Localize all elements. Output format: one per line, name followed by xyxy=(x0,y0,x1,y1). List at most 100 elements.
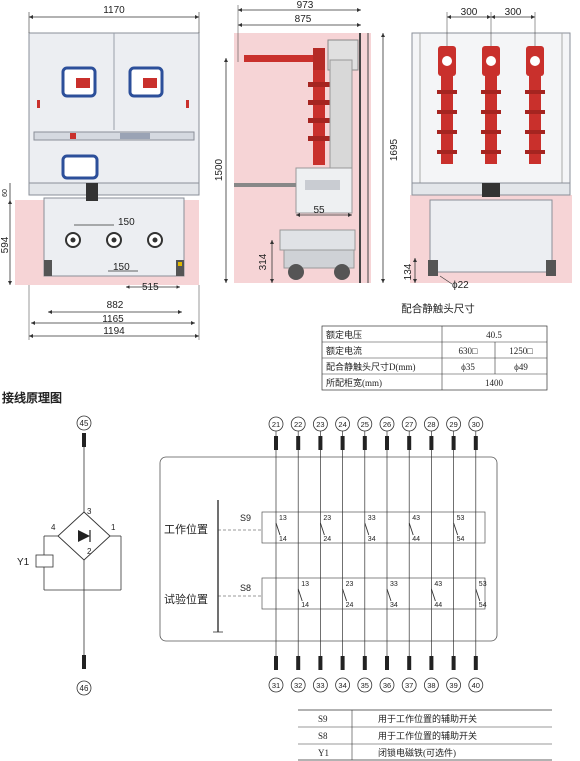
terminal-bottom-label: 36 xyxy=(383,681,391,690)
dim-300-b: 300 xyxy=(505,7,522,18)
terminal-circle xyxy=(401,416,417,432)
terminal-circle xyxy=(290,416,306,432)
contact-table: 配合静触头尺寸 额定电压 40.5 额定电流 630□ 1250□ 配合静触头尺… xyxy=(321,302,548,391)
switch-contact xyxy=(342,588,348,602)
terminal-circle xyxy=(423,677,439,693)
terminal-circle xyxy=(401,677,417,693)
terminal-bottom-label: 34 xyxy=(338,681,346,690)
terminal-block xyxy=(407,656,412,670)
terminal-circle xyxy=(335,416,351,432)
side-arm xyxy=(244,55,314,62)
terminal-block xyxy=(362,436,367,450)
terminal-top-label: 28 xyxy=(427,420,435,429)
contact-label: 44 xyxy=(412,536,420,543)
terminal-block xyxy=(385,656,389,670)
terminal-block xyxy=(274,436,278,450)
terminal-circle xyxy=(468,416,484,432)
table-row-label: 额定电压 xyxy=(326,329,362,340)
table-row-label: 额定电流 xyxy=(326,345,362,356)
terminal-top-label: 26 xyxy=(383,420,391,429)
terminal-bottom-label: 37 xyxy=(405,681,413,690)
terminal-block xyxy=(385,436,389,450)
contact-label: 53 xyxy=(457,515,465,522)
dim-515: 515 xyxy=(142,282,159,293)
contact-label: 43 xyxy=(434,581,442,588)
table-title: 配合静触头尺寸 xyxy=(401,302,475,315)
switch-contact xyxy=(386,588,392,602)
front-window-mid xyxy=(61,154,99,180)
dim-55: 55 xyxy=(313,205,325,216)
contact-label: 23 xyxy=(346,581,354,588)
terminal-block xyxy=(473,436,478,450)
contact-label: 34 xyxy=(390,602,398,609)
contact-label: 34 xyxy=(368,536,376,543)
dim-1165: 1165 xyxy=(102,314,124,325)
terminal-block xyxy=(451,656,456,670)
back-pole-2 xyxy=(481,46,501,164)
contact-label: 23 xyxy=(323,515,331,522)
table-cell: ϕ35 xyxy=(461,362,475,372)
wiring-heading: 接线原理图 xyxy=(2,390,62,405)
terminal-circle xyxy=(446,677,462,693)
dim-875: 875 xyxy=(295,14,312,25)
dim-594: 594 xyxy=(0,236,11,253)
contact-label: 13 xyxy=(279,515,287,522)
legend-table: S9 用于工作位置的辅助开关 S8 用于工作位置的辅助开关 Y1 闭锁电磁铁(可… xyxy=(298,709,552,761)
dim-60: 60 xyxy=(2,189,9,197)
terminal-circle xyxy=(468,677,484,693)
terminal-block xyxy=(296,436,301,450)
terminal-circle xyxy=(335,677,351,693)
bridge-pin-1: 1 xyxy=(111,523,116,532)
back-pole-1 xyxy=(437,46,457,164)
terminal-circle xyxy=(379,677,395,693)
terminal-circle xyxy=(268,677,284,693)
terminal-block xyxy=(473,656,478,670)
dim-150-upper: 150 xyxy=(118,217,135,228)
terminal-top-label: 25 xyxy=(361,420,369,429)
bridge-pin-2: 2 xyxy=(87,547,92,556)
terminal-top-label: 30 xyxy=(472,420,480,429)
front-base xyxy=(28,182,200,196)
dim-1194: 1194 xyxy=(103,326,125,337)
contact-label: 33 xyxy=(368,515,376,522)
legend-desc: 用于工作位置的辅助开关 xyxy=(378,713,477,724)
label-s8: S8 xyxy=(240,583,251,593)
contact-label: 44 xyxy=(434,602,442,609)
terminal-top-label: 23 xyxy=(316,420,324,429)
coil-label: Y1 xyxy=(17,557,30,568)
terminal-bottom-label: 32 xyxy=(294,681,302,690)
terminal-block xyxy=(318,436,323,450)
terminal-circle xyxy=(268,416,284,432)
legend-desc: 用于工作位置的辅助开关 xyxy=(378,730,477,741)
bridge-pin-4: 4 xyxy=(51,523,56,532)
switch-contact xyxy=(453,522,459,536)
terminal-bottom-label: 33 xyxy=(316,681,324,690)
dim-1170: 1170 xyxy=(103,5,125,16)
front-view: 1170 60 594 150 150 515 882 1165 1194 xyxy=(0,5,200,340)
contact-label: 53 xyxy=(479,581,487,588)
contact-label: 54 xyxy=(457,536,465,543)
back-pole-3 xyxy=(525,46,545,164)
contact-label: 14 xyxy=(301,602,309,609)
dim-134: 134 xyxy=(403,263,414,280)
back-view: 300 300 134 ϕ22 xyxy=(403,7,572,291)
legend-code: S9 xyxy=(318,714,328,724)
terminal-block xyxy=(429,436,434,450)
contact-label: 24 xyxy=(323,536,331,543)
dim-973: 973 xyxy=(297,0,314,11)
dim-882: 882 xyxy=(107,300,124,311)
terminal-block xyxy=(274,656,278,670)
label-work-position: 工作位置 xyxy=(164,522,208,536)
dim-314: 314 xyxy=(258,253,269,270)
contact-label: 43 xyxy=(412,515,420,522)
legend-code: Y1 xyxy=(318,748,329,758)
table-row-label: 配合静触头尺寸D(mm) xyxy=(326,361,416,372)
terminal-bottom-label: 39 xyxy=(449,681,457,690)
terminal-circle xyxy=(357,416,373,432)
terminal-circle xyxy=(423,416,439,432)
terminal-circle xyxy=(290,677,306,693)
table-cell: 630□ xyxy=(459,346,479,356)
terminal-46: 46 xyxy=(80,684,89,693)
